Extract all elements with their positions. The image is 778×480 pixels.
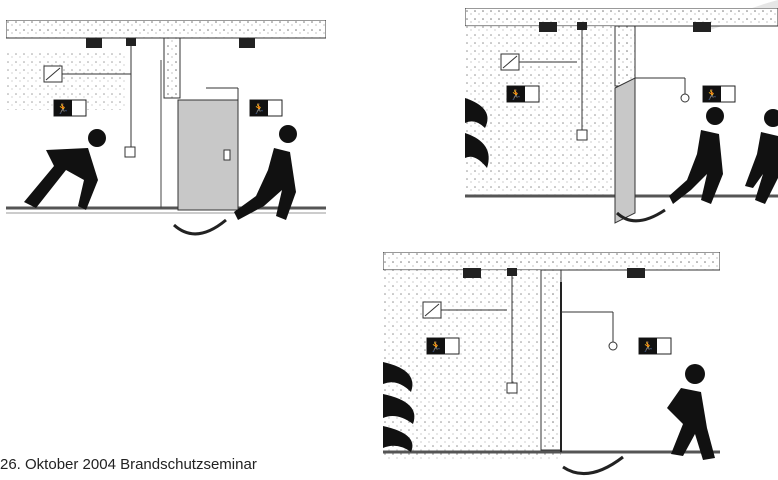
svg-text:🏃: 🏃 xyxy=(253,102,265,115)
wall-pillar xyxy=(541,270,561,450)
walking-person-icon xyxy=(667,364,715,460)
door-hold-icon xyxy=(609,342,617,350)
svg-text:🏃: 🏃 xyxy=(642,340,654,353)
svg-text:🏃: 🏃 xyxy=(430,340,442,353)
ceiling xyxy=(465,8,778,26)
smoke-detector-icon xyxy=(86,38,102,48)
smoke-detector-icon xyxy=(539,22,557,32)
running-person-icon xyxy=(745,109,778,204)
panel-door-closed: 🏃 🏃 xyxy=(383,252,720,480)
door-magnet-icon xyxy=(125,147,135,157)
wall-pillar xyxy=(615,26,635,86)
exit-sign-icon: 🏃 xyxy=(54,100,86,116)
wall-fill xyxy=(383,270,561,460)
svg-text:🏃: 🏃 xyxy=(510,88,522,101)
panel-door-open: 🏃 🏃 xyxy=(6,20,326,242)
smoke-detector-icon xyxy=(239,38,255,48)
door-swing-arc xyxy=(563,457,623,474)
smoke-detector-icon xyxy=(463,268,481,278)
running-person-icon xyxy=(24,129,106,210)
exit-sign-icon: 🏃 xyxy=(427,338,459,354)
running-person-icon xyxy=(234,125,297,220)
footer-caption: 26. Oktober 2004 Brandschutzseminar xyxy=(0,456,257,473)
door-closing xyxy=(615,78,635,223)
ceiling xyxy=(383,252,720,270)
door-hold-icon xyxy=(681,94,689,102)
svg-text:🏃: 🏃 xyxy=(57,102,69,115)
ceiling xyxy=(6,20,326,38)
exit-sign-icon: 🏃 xyxy=(703,86,735,102)
wall-fill xyxy=(465,26,615,196)
exit-sign-icon: 🏃 xyxy=(639,338,671,354)
door-swing-arc xyxy=(174,220,226,234)
door-magnet-icon xyxy=(577,130,587,140)
panel-door-closing: 🏃 🏃 xyxy=(465,8,778,230)
smoke-detector-icon xyxy=(693,22,711,32)
door-magnet-icon xyxy=(507,383,517,393)
smoke-detector-icon xyxy=(627,268,645,278)
exit-sign-icon: 🏃 xyxy=(250,100,282,116)
exit-sign-icon: 🏃 xyxy=(507,86,539,102)
svg-text:🏃: 🏃 xyxy=(706,88,718,101)
running-person-icon xyxy=(669,107,724,204)
wall-pillar xyxy=(164,38,180,98)
